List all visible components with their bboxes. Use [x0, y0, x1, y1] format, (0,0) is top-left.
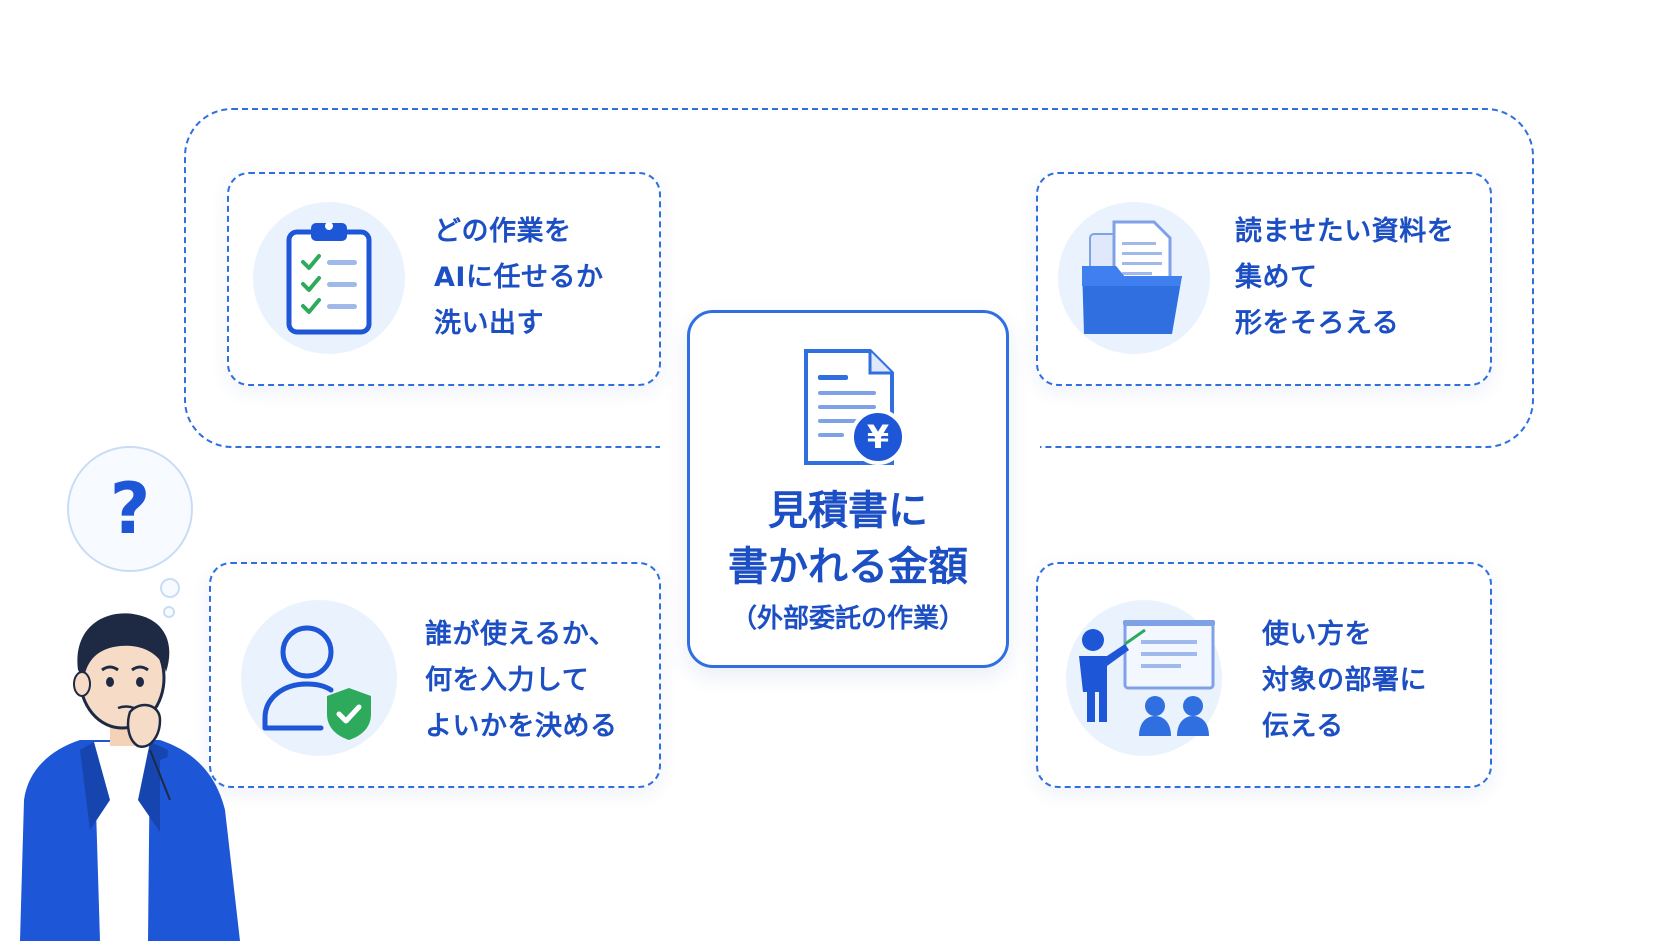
card-label: 誰が使えるか、 何を入力して よいかを決める [425, 612, 618, 750]
thought-bubble-dot [163, 606, 175, 618]
thinking-man-illustration [10, 600, 260, 941]
document-folder-icon [1058, 202, 1210, 354]
label-line: 誰が使えるか、 [425, 619, 617, 650]
center-title-line: 見積書に [768, 488, 928, 534]
center-title: 見積書に 書かれる金額 [690, 483, 1006, 595]
center-card-outsourcing-cost: ¥ 見積書に 書かれる金額 （外部委託の作業） [687, 310, 1009, 668]
card-gather-documents: 読ませたい資料を 集めて 形をそろえる [1036, 172, 1492, 386]
label-line: 何を入力して [425, 665, 590, 696]
thought-bubble: ? [67, 446, 193, 572]
label-line: 形をそろえる [1235, 308, 1400, 339]
label-line: 読ませたい資料を [1235, 216, 1455, 247]
label-line: 対象の部署に [1262, 665, 1427, 696]
svg-text:¥: ¥ [867, 418, 889, 456]
thought-bubble-dot [160, 578, 180, 598]
center-subtitle: （外部委託の作業） [730, 604, 965, 634]
label-line: 集めて [1235, 262, 1318, 293]
card-access-rules: 誰が使えるか、 何を入力して よいかを決める [209, 562, 661, 788]
label-line: どの作業を [434, 216, 572, 247]
card-label: どの作業を AIに任せるか 洗い出す [434, 209, 603, 347]
invoice-yen-icon: ¥ [690, 345, 1006, 469]
card-label: 読ませたい資料を 集めて 形をそろえる [1235, 209, 1454, 347]
label-line: 洗い出す [434, 308, 544, 339]
user-shield-icon [241, 600, 397, 756]
presentation-icon [1066, 600, 1222, 756]
center-title-line: 書かれる金額 [728, 544, 968, 590]
card-train-departments: 使い方を 対象の部署に 伝える [1036, 562, 1492, 788]
label-line: AIに任せるか [434, 262, 604, 293]
label-line: 伝える [1262, 711, 1344, 742]
question-mark-icon: ? [109, 468, 151, 550]
card-identify-tasks: どの作業を AIに任せるか 洗い出す [227, 172, 661, 386]
label-line: よいかを決める [425, 711, 618, 742]
label-line: 使い方を [1262, 619, 1372, 650]
card-label: 使い方を 対象の部署に 伝える [1262, 612, 1427, 750]
checklist-clipboard-icon [253, 202, 405, 354]
